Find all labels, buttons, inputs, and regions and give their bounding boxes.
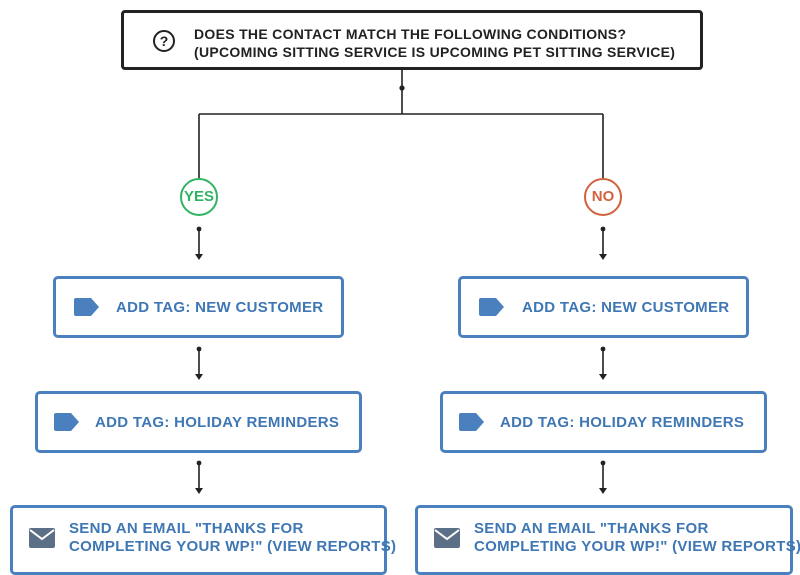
condition-line-2: (UPCOMING SITTING SERVICE IS UPCOMING PE… [194,44,676,60]
yes-add-tag-new-customer[interactable]: ADD TAG: NEW CUSTOMER [53,276,344,338]
no-email-line-1: SEND AN EMAIL "THANKS FOR [474,520,709,537]
question-circle-icon: ? [153,30,175,52]
no-badge[interactable]: NO [584,178,622,216]
tag-icon [459,413,484,431]
envelope-icon [29,528,55,548]
trunk-dot [399,85,405,91]
arrow-down-icon [599,374,607,380]
no-tag1-label: ADD TAG: NEW CUSTOMER [522,299,730,316]
arrow-down-icon [195,374,203,380]
arrow-down-icon [599,254,607,260]
no-send-email[interactable]: SEND AN EMAIL "THANKS FOR COMPLETING YOU… [415,505,800,575]
no-email-line-2: COMPLETING YOUR WP!" (VIEW REPORTS) [474,538,800,555]
arrow-down-icon [195,488,203,494]
yes-add-tag-holiday-reminders[interactable]: ADD TAG: HOLIDAY REMINDERS [35,391,362,453]
arrow-down-icon [599,488,607,494]
tag-icon [54,413,79,431]
yes-badge[interactable]: YES [180,178,218,216]
yes-tag2-label: ADD TAG: HOLIDAY REMINDERS [95,414,340,431]
arrow-down-icon [195,254,203,260]
no-add-tag-holiday-reminders[interactable]: ADD TAG: HOLIDAY REMINDERS [440,391,767,453]
yes-send-email[interactable]: SEND AN EMAIL "THANKS FOR COMPLETING YOU… [10,505,396,575]
tag-icon [479,298,504,316]
yes-email-line-2: COMPLETING YOUR WP!" (VIEW REPORTS) [69,538,397,555]
no-tag2-label: ADD TAG: HOLIDAY REMINDERS [500,414,745,431]
condition-line-1: DOES THE CONTACT MATCH THE FOLLOWING CON… [194,26,627,42]
tag-icon [74,298,99,316]
no-add-tag-new-customer[interactable]: ADD TAG: NEW CUSTOMER [458,276,749,338]
yes-email-line-1: SEND AN EMAIL "THANKS FOR [69,520,304,537]
envelope-icon [434,528,460,548]
condition-box[interactable]: ? DOES THE CONTACT MATCH THE FOLLOWING C… [121,10,703,70]
condition-text: DOES THE CONTACT MATCH THE FOLLOWING CON… [194,25,694,61]
yes-tag1-label: ADD TAG: NEW CUSTOMER [116,299,324,316]
